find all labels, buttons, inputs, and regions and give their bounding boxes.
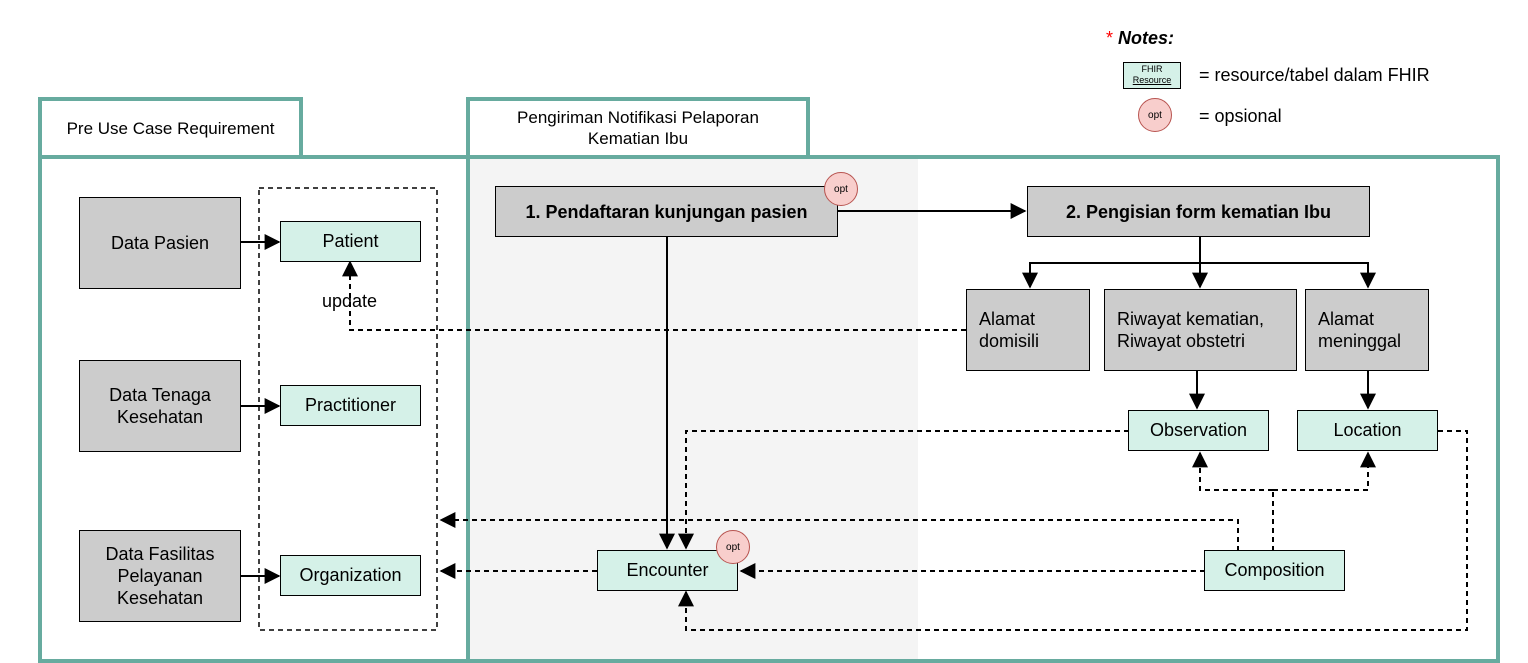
observation-resource: Observation — [1128, 410, 1269, 451]
riwayat-box: Riwayat kematian, Riwayat obstetri — [1104, 289, 1297, 371]
data-fasilitas-box: Data Fasilitas Pelayanan Kesehatan — [79, 530, 241, 622]
fhir-legend-swatch: FHIR Resource — [1123, 62, 1181, 89]
pre-use-case-header: Pre Use Case Requirement — [38, 97, 303, 159]
organization-resource: Organization — [280, 555, 421, 596]
encounter-resource: Encounter — [597, 550, 738, 591]
notes-title-text: Notes: — [1118, 28, 1175, 48]
step2-box: 2. Pengisian form kematian Ibu — [1027, 186, 1370, 237]
opt-legend-desc: = opsional — [1199, 106, 1282, 126]
alamat-domisili-box: Alamat domisili — [966, 289, 1090, 371]
notes-title: * Notes: — [1106, 28, 1174, 49]
resource-group-box — [258, 187, 438, 631]
data-tenaga-box: Data Tenaga Kesehatan — [79, 360, 241, 452]
main-header: Pengiriman Notifikasi Pelaporan Kematian… — [466, 97, 810, 159]
opt-legend-badge: opt — [1138, 98, 1172, 132]
patient-resource: Patient — [280, 221, 421, 262]
encounter-opt-badge: opt — [716, 530, 750, 564]
alamat-meninggal-box: Alamat meninggal — [1305, 289, 1429, 371]
composition-resource: Composition — [1204, 550, 1345, 591]
notes-asterisk: * — [1106, 28, 1114, 48]
arrow-composition-organization — [439, 512, 1239, 551]
arrow-composition-observation — [1192, 451, 1273, 491]
arrow-update-patient — [342, 260, 966, 331]
arrow-observation-encounter — [678, 430, 1129, 550]
fhir-legend-line1: FHIR — [1141, 64, 1163, 74]
practitioner-resource: Practitioner — [280, 385, 421, 426]
arrow-composition-location — [1273, 451, 1376, 491]
step1-box: 1. Pendaftaran kunjungan pasien — [495, 186, 838, 237]
main-frame — [466, 155, 1500, 663]
step1-opt-badge: opt — [824, 172, 858, 206]
data-pasien-box: Data Pasien — [79, 197, 241, 289]
fhir-legend-line2: Resource — [1132, 75, 1172, 85]
update-label: update — [322, 291, 378, 311]
location-resource: Location — [1297, 410, 1438, 451]
arrow-location-encounter — [678, 430, 1468, 631]
fhir-legend-desc: = resource/tabel dalam FHIR — [1199, 65, 1430, 85]
